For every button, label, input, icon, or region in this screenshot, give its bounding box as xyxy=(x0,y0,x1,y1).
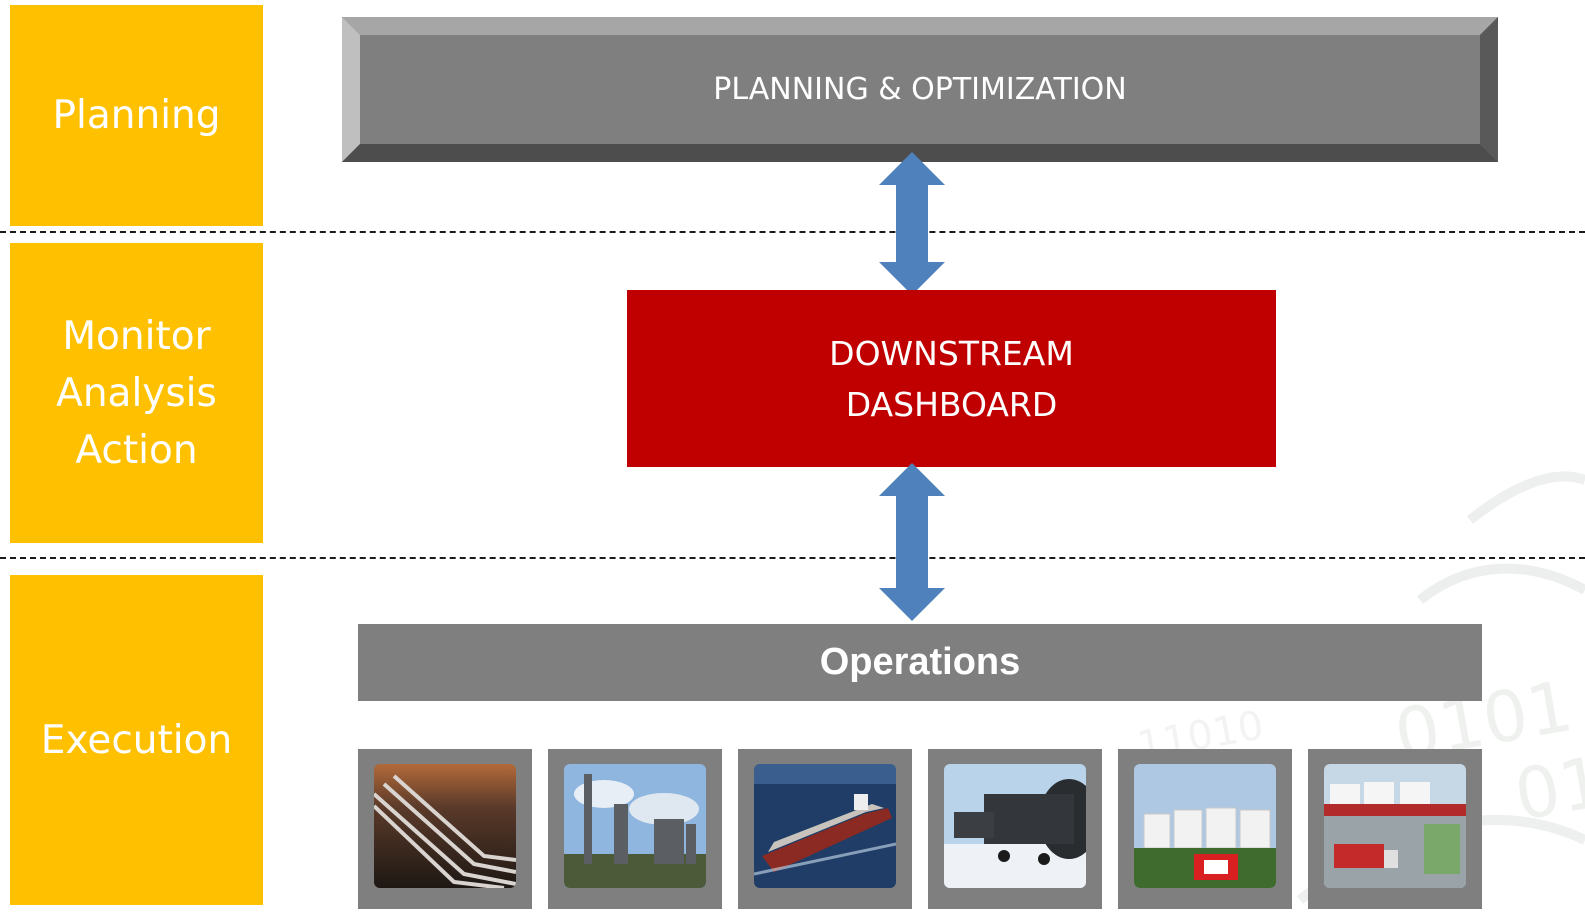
downstream-dashboard-box: DOWNSTREAM DASHBOARD xyxy=(627,290,1276,467)
double-arrow-icon xyxy=(879,152,945,295)
tier-planning: Planning xyxy=(10,5,263,226)
fuel-depot-image xyxy=(1324,764,1466,888)
divider-bottom xyxy=(0,557,1585,559)
rail-tank-cars-image xyxy=(944,764,1086,888)
photo-tanker-ship xyxy=(738,749,912,909)
tier-execution-label: Execution xyxy=(40,717,233,763)
tier-monitor-analysis-action: Monitor Analysis Action xyxy=(10,243,263,543)
storage-tanks-image xyxy=(1134,764,1276,888)
refinery-image xyxy=(564,764,706,888)
dashboard-line1: DOWNSTREAM xyxy=(829,333,1074,373)
tanker-ship-image xyxy=(754,764,896,888)
double-arrow-icon xyxy=(879,463,945,621)
tier-execution: Execution xyxy=(10,575,263,905)
operations-bar: Operations xyxy=(358,624,1482,701)
dashboard-line2: DASHBOARD xyxy=(845,384,1058,424)
operations-label: Operations xyxy=(819,641,1021,683)
planning-box-label: PLANNING & OPTIMIZATION xyxy=(713,72,1127,107)
photo-storage-tanks xyxy=(1118,749,1292,909)
divider-top xyxy=(0,231,1585,233)
planning-box xyxy=(342,17,1498,162)
photo-rail-tank-cars xyxy=(928,749,1102,909)
tier-planning-label: Planning xyxy=(52,93,221,138)
tier-monitor-label: Monitor Analysis Action xyxy=(56,313,217,473)
photo-pipeline xyxy=(358,749,532,909)
pipeline-image xyxy=(374,764,516,888)
svg-text:01: 01 xyxy=(1509,741,1585,837)
photo-fuel-depot xyxy=(1308,749,1482,909)
photo-refinery xyxy=(548,749,722,909)
